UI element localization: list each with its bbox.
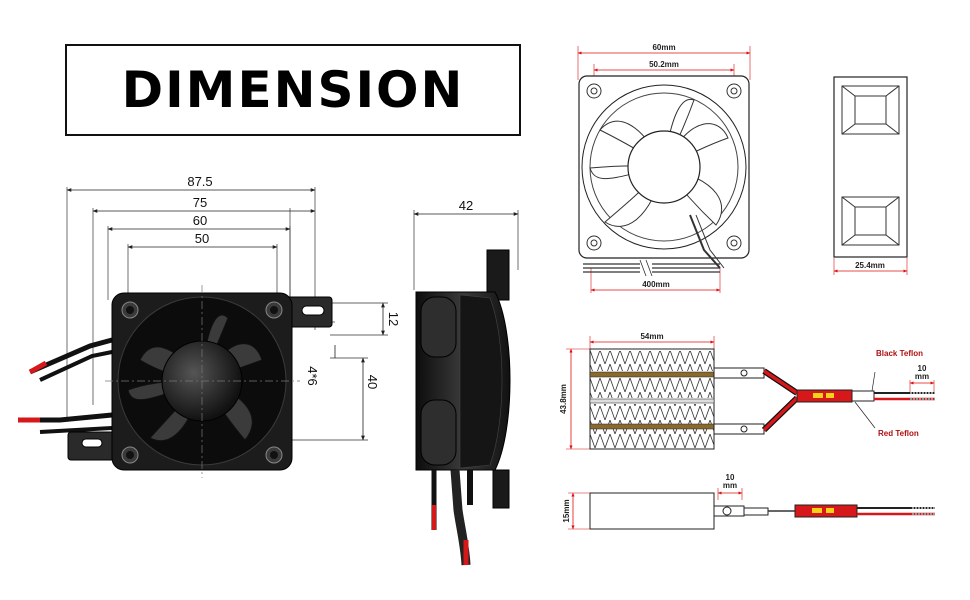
dim-40: 40 (365, 375, 380, 389)
dim-10-unit-label: mm (915, 372, 929, 381)
heater-side-view: 15mm 10 mm (562, 473, 935, 530)
small-fan-side-view: 25.4mm (833, 76, 908, 275)
dim-75: 75 (193, 195, 207, 210)
dim-10-top-label: 10 (918, 364, 927, 373)
dim-60mm: 60mm (652, 43, 675, 52)
dim-87-5: 87.5 (187, 174, 212, 189)
page-title: DIMENSION (121, 61, 465, 119)
dim-54mm: 54mm (640, 332, 663, 341)
dim-50-2mm: 50.2mm (649, 60, 679, 69)
dim-holes: 4*6 (305, 366, 320, 386)
small-fan-front-view: 60mm 50.2mm 400mm (577, 43, 751, 293)
title-box: DIMENSION (65, 44, 521, 136)
dim-42: 42 (459, 198, 473, 213)
fan-front-view: 87.5 75 60 50 12 4*6 40 (18, 174, 401, 478)
dim-12: 12 (386, 312, 401, 326)
label-black-teflon: Black Teflon (876, 349, 923, 358)
heater-front-view: 54mm 43.8mm (559, 332, 935, 450)
dim-43-8mm: 43.8mm (559, 384, 568, 414)
dim-side-10-top-label: 10 (726, 473, 735, 482)
dim-400mm: 400mm (642, 280, 670, 289)
dim-15mm: 15mm (562, 499, 571, 522)
dim-60: 60 (193, 213, 207, 228)
fan-side-view: 42 (413, 198, 519, 566)
dim-side-10-unit-label: mm (723, 481, 737, 490)
dim-25-4mm: 25.4mm (855, 261, 885, 270)
label-red-teflon: Red Teflon (878, 429, 919, 438)
dim-50: 50 (195, 231, 209, 246)
